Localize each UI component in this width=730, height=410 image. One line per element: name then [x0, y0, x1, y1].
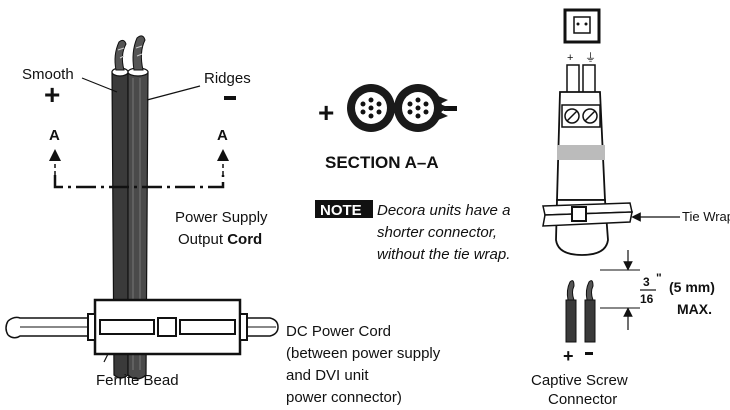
- ferrite-bead-illustration: [5, 298, 279, 356]
- section-marker-a-left: A: [49, 127, 60, 144]
- tie-wrap-label: Tie Wrap: [682, 209, 730, 224]
- smooth-leader-line: [81, 77, 118, 93]
- captive-screw-label-line2: Connector: [548, 391, 617, 408]
- section-marker-a-right: A: [217, 127, 228, 144]
- dc-power-cord-line1: DC Power Cord: [286, 323, 391, 340]
- max-label: MAX.: [677, 301, 712, 317]
- note-line-1: Decora units have a: [377, 202, 510, 219]
- section-a-a-cross-section: +: [318, 84, 457, 132]
- minus-sign-icon: [224, 96, 236, 100]
- captive-plus-label: +: [563, 346, 574, 366]
- inch-mark: ": [656, 271, 662, 285]
- fraction-numerator: 3: [643, 275, 650, 289]
- fraction-denominator: 16: [640, 292, 654, 306]
- captive-screw-label-line1: Captive Screw: [531, 372, 628, 389]
- tie-wrap-buckle: [571, 206, 587, 222]
- captive-minus-icon: [585, 352, 593, 355]
- strip-length-dimension: [600, 250, 640, 330]
- note-badge-label: NOTE: [320, 202, 362, 219]
- note-line-2: shorter connector,: [377, 224, 497, 241]
- section-plus-icon: +: [318, 97, 334, 128]
- terminal-plus-label: +: [567, 52, 573, 64]
- section-minus-icon: [444, 106, 457, 111]
- note-line-3: without the tie wrap.: [377, 246, 510, 263]
- section-cut-line: [53, 175, 225, 189]
- dc-power-cord-line4: power connector): [286, 389, 402, 406]
- ferrite-leader-line: [103, 353, 109, 363]
- stripped-wires-illustration: [565, 280, 596, 343]
- captive-screw-connector-illustration: + ⏚: [542, 8, 633, 256]
- note-badge: [315, 200, 373, 218]
- smooth-label: Smooth: [22, 66, 74, 83]
- stripped-strand-left: [114, 39, 127, 71]
- section-title: SECTION A–A: [325, 153, 439, 172]
- power-supply-label-line1: Power Supply: [175, 209, 268, 226]
- mm-label: (5 mm): [669, 279, 715, 295]
- dc-power-cord-line3: and DVI unit: [286, 367, 369, 384]
- power-supply-label-line2: Output Cord: [178, 231, 262, 248]
- stripped-strand-right: [132, 35, 146, 71]
- ferrite-bead-label: Ferrite Bead: [96, 372, 179, 389]
- dc-power-cord-line2: (between power supply: [286, 345, 441, 362]
- ridges-leader-line: [146, 85, 201, 101]
- plus-sign-icon: +: [44, 79, 60, 110]
- terminal-ground-icon: ⏚: [585, 51, 596, 64]
- ridges-label: Ridges: [204, 70, 251, 87]
